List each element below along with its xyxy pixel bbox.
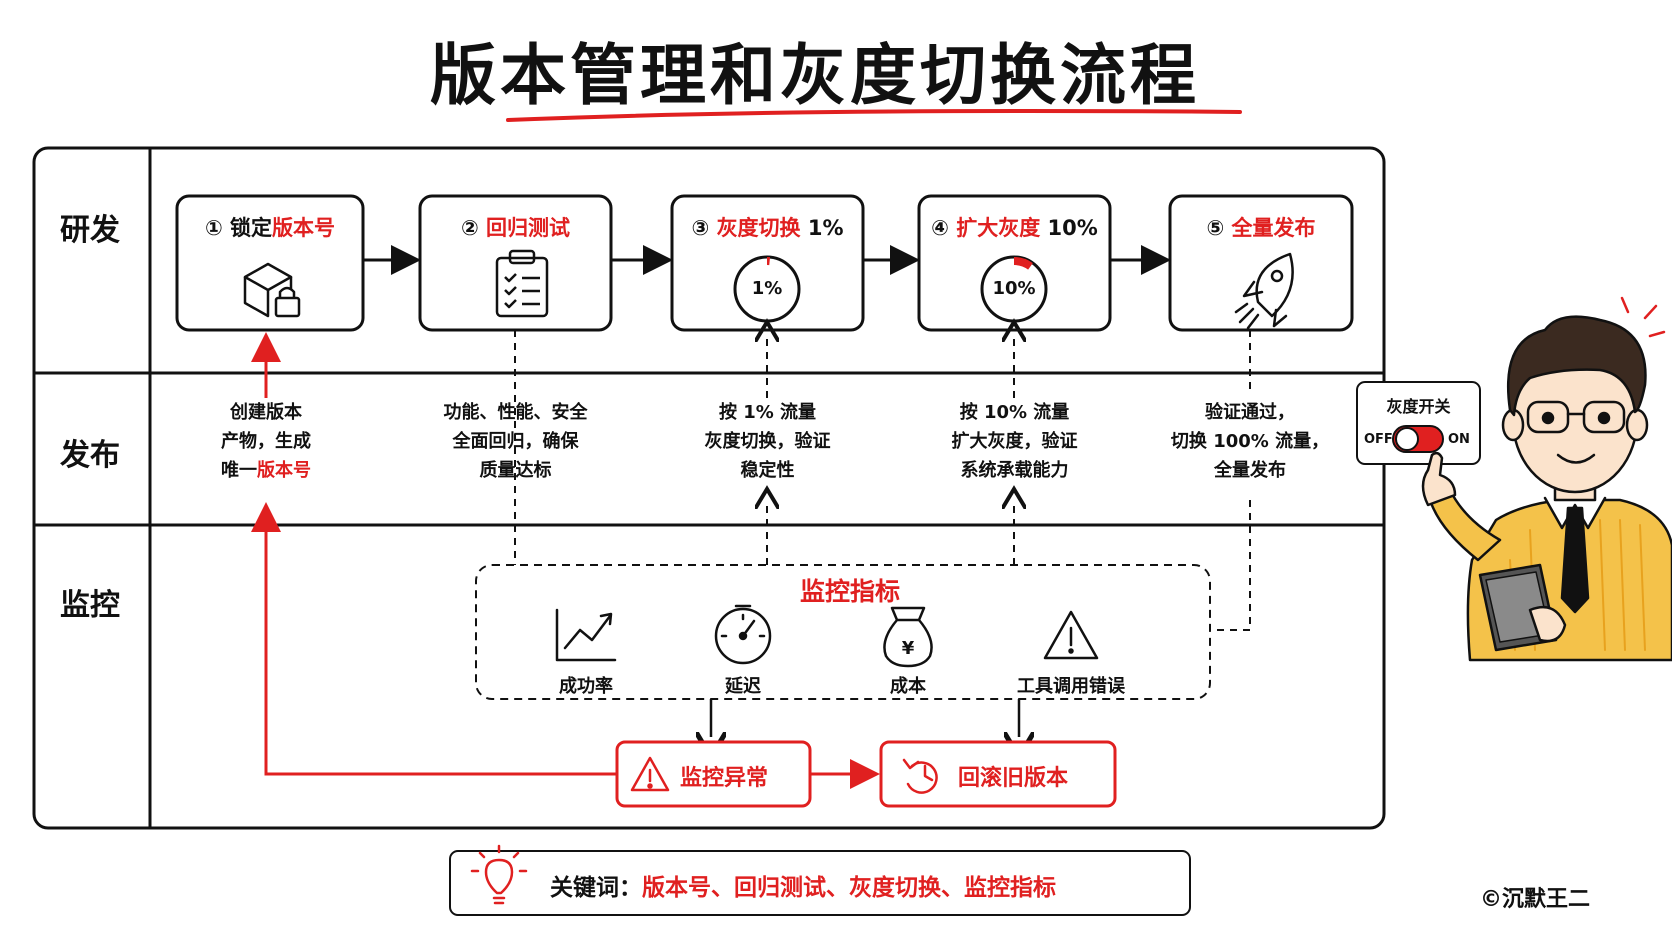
step-label-red: 灰度切换 xyxy=(716,216,801,240)
lane-label-dev: 研发 xyxy=(60,213,120,248)
metric-cost: 成本 xyxy=(890,676,926,697)
metric-tool-errors: 工具调用错误 xyxy=(1017,676,1125,697)
dashed-step5-to-monitor xyxy=(1210,500,1251,631)
page-title: 版本管理和灰度切换流程 xyxy=(430,37,1200,114)
description-line: 全面回归，确保 xyxy=(452,431,579,452)
line-chart-icon xyxy=(555,608,617,662)
character-illustration xyxy=(1421,296,1672,662)
step-box-1 xyxy=(175,194,365,332)
description-line: 切换 100% 流量， xyxy=(1170,431,1330,452)
step-title-1: ① 锁定版本号 xyxy=(177,212,363,242)
switch-on-label: ON xyxy=(1448,432,1470,447)
description-line: 验证通过， xyxy=(1205,402,1295,423)
keyword-terms: 版本号、回归测试、灰度切换、监控指标 xyxy=(642,875,1056,901)
swimlane-frame xyxy=(32,146,1386,830)
keyword-prefix: 关键词： xyxy=(550,875,642,901)
title-underline xyxy=(506,109,1242,122)
description-line: 系统承载能力 xyxy=(960,460,1069,481)
switch-title: 灰度开关 xyxy=(1386,397,1451,416)
ring-fill-1pct xyxy=(767,257,771,266)
description-line: 按 10% 流量 xyxy=(959,402,1070,423)
lightbulb-icon xyxy=(470,844,528,905)
keyword-box xyxy=(449,850,1191,916)
description-line: 灰度切换，验证 xyxy=(704,431,831,452)
rocket-icon xyxy=(1234,252,1294,330)
lane-label-release: 发布 xyxy=(60,438,120,473)
step-number: ② xyxy=(460,216,479,240)
description-1: 创建版本 产物，生成 唯一版本号 xyxy=(196,398,336,485)
metric-latency: 延迟 xyxy=(725,676,761,697)
ring-label-10pct: 10% xyxy=(992,278,1036,299)
warning-icon xyxy=(630,756,670,792)
step-title-3: ③ 灰度切换 1% xyxy=(672,212,863,242)
metric-success-rate: 成功率 xyxy=(559,676,613,697)
switch-card xyxy=(1356,381,1481,465)
description-3: 按 1% 流量 灰度切换，验证 稳定性 xyxy=(672,398,863,485)
step-label-red: 全量发布 xyxy=(1231,216,1316,240)
red-loop-to-version xyxy=(251,502,617,776)
ring-fill-10pct xyxy=(1014,257,1033,270)
ring-label-1pct: 1% xyxy=(751,278,783,299)
description-line: 唯一版本号 xyxy=(221,460,311,481)
box-lock-icon xyxy=(243,262,301,318)
currency-symbol: ¥ xyxy=(902,638,915,659)
progress-ring-icon xyxy=(733,255,801,323)
money-bag-icon xyxy=(883,606,933,668)
step-number: ① xyxy=(204,216,223,240)
monitor-metrics-box xyxy=(475,564,1211,700)
warning-icon xyxy=(1043,610,1099,660)
alert-label: 监控异常 xyxy=(680,766,769,791)
toggle-knob xyxy=(1395,427,1419,451)
undo-clock-icon xyxy=(902,758,938,794)
step-title-2: ② 回归测试 xyxy=(420,212,611,242)
step-title-4: ④ 扩大灰度 10% xyxy=(919,212,1110,242)
description-line: 全量发布 xyxy=(1214,460,1286,481)
lane-label-monitor: 监控 xyxy=(60,588,120,623)
step-number: ④ xyxy=(931,216,949,240)
watermark: ©沉默王二 xyxy=(1480,887,1591,912)
description-line: 按 1% 流量 xyxy=(718,402,817,423)
progress-ring-icon xyxy=(980,255,1048,323)
description-4: 按 10% 流量 扩大灰度，验证 系统承载能力 xyxy=(919,398,1110,485)
description-line: 功能、性能、安全 xyxy=(443,402,588,423)
description-line: 质量达标 xyxy=(479,460,552,481)
step-number: ⑤ xyxy=(1206,216,1225,240)
step-title-5: ⑤ 全量发布 xyxy=(1170,212,1352,242)
step-label-red: 回归测试 xyxy=(486,216,571,240)
step-label-suffix: 10% xyxy=(1040,216,1098,240)
description-line: 稳定性 xyxy=(740,460,795,481)
step-label-plain: 锁定 xyxy=(230,216,273,240)
switch-off-label: OFF xyxy=(1364,432,1393,447)
description-line: 创建版本 xyxy=(230,402,302,423)
clipboard-checklist-icon xyxy=(495,249,549,318)
rollback-label: 回滚旧版本 xyxy=(958,766,1069,791)
description-line: 产物，生成 xyxy=(221,431,311,452)
monitor-title: 监控指标 xyxy=(799,577,900,606)
step-label-red: 扩大灰度 xyxy=(956,216,1041,240)
step-label-suffix: 1% xyxy=(800,216,844,240)
description-5: 验证通过， 切换 100% 流量， 全量发布 xyxy=(1155,398,1345,485)
keyword-line: 关键词：版本号、回归测试、灰度切换、监控指标 xyxy=(550,868,1056,902)
step-number: ③ xyxy=(691,216,710,240)
description-line: 扩大灰度，验证 xyxy=(951,431,1078,452)
description-2: 功能、性能、安全 全面回归，确保 质量达标 xyxy=(420,398,611,485)
step-label-red: 版本号 xyxy=(272,216,336,240)
stopwatch-icon xyxy=(714,604,772,665)
rollback-box xyxy=(879,740,1117,808)
